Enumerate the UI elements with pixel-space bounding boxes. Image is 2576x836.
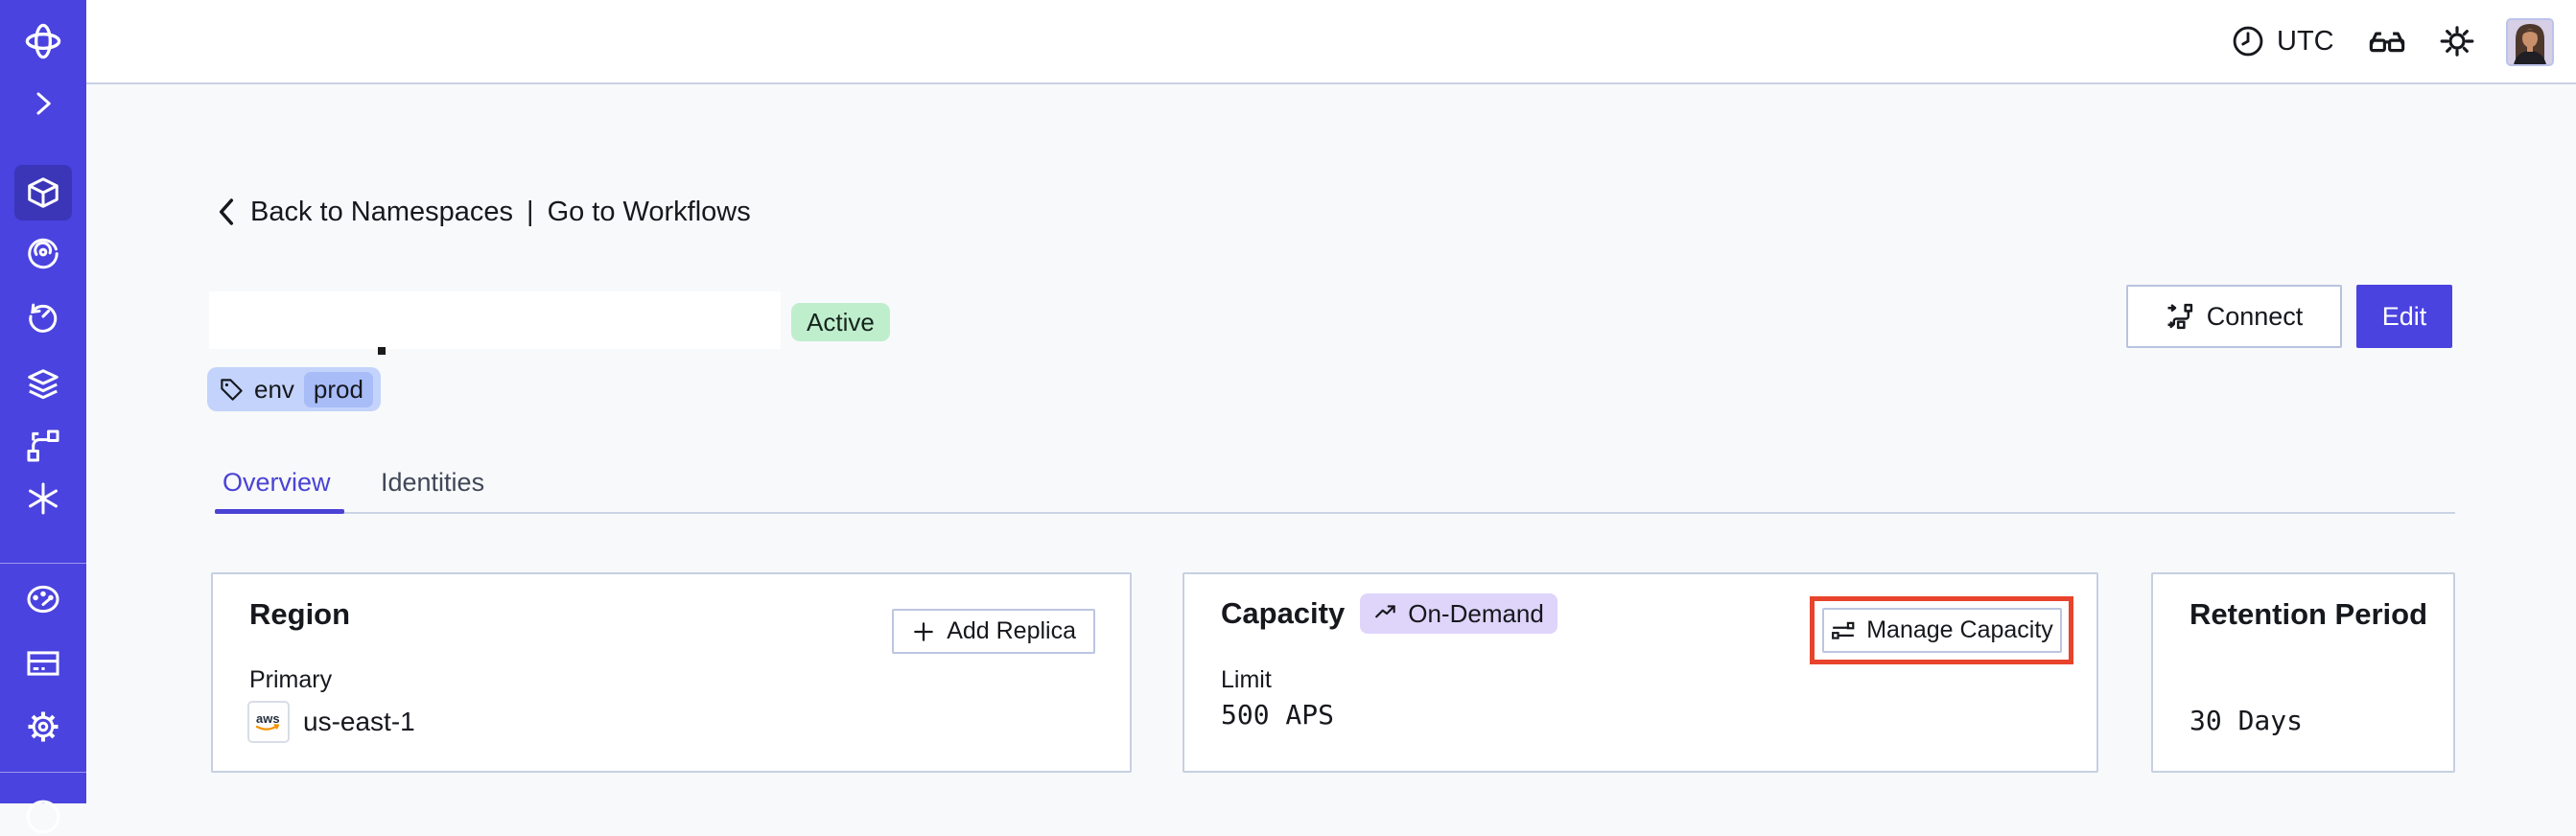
retention-card: Retention Period 30 Days [2151, 572, 2455, 773]
capacity-card-title: Capacity [1221, 596, 1346, 630]
asterisk-icon [29, 482, 58, 515]
region-card-title: Region [249, 597, 351, 631]
breadcrumb-separator: | [527, 196, 534, 227]
svg-text:aws: aws [256, 711, 280, 726]
redacted-text-artifact [378, 347, 386, 355]
aws-logo: aws [247, 701, 290, 743]
primary-label: Primary [249, 666, 333, 693]
breadcrumb: Back to Namespaces | Go to Workflows [216, 194, 751, 230]
sidebar [0, 0, 86, 834]
temporal-logo-icon[interactable] [23, 21, 63, 61]
retention-value: 30 Days [2190, 705, 2304, 736]
breadcrumb-back-link[interactable]: Back to Namespaces [250, 196, 514, 227]
highlight-annotation [1810, 596, 2073, 664]
tag-value: prod [303, 371, 373, 407]
manage-capacity-button[interactable]: Manage Capacity [1822, 608, 2062, 653]
circle-partial-icon [26, 800, 60, 834]
on-demand-label: On-Demand [1408, 598, 1544, 628]
limit-label: Limit [1221, 666, 1272, 693]
avatar-photo [2508, 20, 2552, 64]
region-card: Region Add Replica Primary aws us-east-1 [211, 572, 1132, 773]
tab-overview[interactable]: Overview [222, 468, 331, 497]
namespace-name-redacted [209, 291, 781, 349]
layers-icon [28, 369, 59, 400]
sidebar-divider [0, 563, 86, 564]
branch-icon [27, 430, 59, 462]
breadcrumb-workflows-link[interactable]: Go to Workflows [547, 196, 751, 227]
connect-button[interactable]: Connect [2126, 285, 2342, 348]
tab-identities[interactable]: Identities [381, 468, 485, 497]
sidebar-item-help[interactable] [24, 798, 62, 836]
region-value: us-east-1 [303, 707, 415, 736]
add-replica-button[interactable]: Add Replica [892, 609, 1095, 654]
capacity-card: Capacity On-Demand Limit 500 APS [1183, 572, 2098, 773]
sidebar-item-schedules[interactable] [25, 298, 61, 335]
aws-logo-icon: aws [255, 711, 280, 731]
cube-icon [28, 177, 59, 208]
sidebar-item-layers[interactable] [25, 366, 61, 403]
namespace-tag-chip: env prod [207, 367, 381, 411]
sidebar-item-settings[interactable] [25, 708, 61, 745]
theme-toggle[interactable] [2438, 0, 2476, 82]
history-clock-icon [29, 303, 58, 333]
sun-icon [2440, 26, 2474, 57]
tabs-divider [215, 512, 2455, 514]
sidebar-item-spiral[interactable] [25, 234, 61, 270]
trending-up-icon [1375, 605, 1395, 618]
connect-button-label: Connect [2206, 301, 2304, 331]
gear-icon [28, 711, 59, 742]
tag-key: env [254, 374, 294, 404]
connect-flow-icon [2167, 303, 2192, 330]
timezone-label: UTC [2277, 25, 2334, 57]
spiral-icon [28, 238, 59, 269]
chevron-left-icon [219, 198, 234, 225]
sidebar-divider [0, 772, 86, 773]
topbar: UTC [86, 0, 2576, 84]
sidebar-item-batch[interactable] [25, 480, 61, 517]
on-demand-badge: On-Demand [1360, 593, 1557, 634]
sliders-icon [1832, 621, 1855, 639]
add-replica-label: Add Replica [947, 617, 1076, 644]
sidebar-item-billing[interactable] [25, 645, 61, 682]
retention-card-title: Retention Period [2190, 597, 2428, 631]
status-badge: Active [791, 303, 890, 341]
sidebar-item-deployments[interactable] [25, 428, 61, 464]
timezone-selector[interactable]: UTC [2231, 0, 2334, 82]
clock-icon [2233, 26, 2263, 57]
edit-button[interactable]: Edit [2356, 285, 2452, 348]
sidebar-item-namespaces[interactable] [14, 165, 72, 221]
glasses-icon [2369, 32, 2405, 53]
sidebar-item-usage[interactable] [25, 581, 61, 617]
plus-icon [914, 621, 933, 641]
manage-capacity-label: Manage Capacity [1866, 616, 2053, 643]
credit-card-icon [27, 651, 59, 676]
active-tab-underline [215, 509, 344, 514]
labs-toggle[interactable] [2367, 0, 2407, 82]
gauge-icon [27, 585, 59, 614]
avatar[interactable] [2506, 18, 2554, 66]
edit-button-label: Edit [2381, 301, 2427, 331]
sidebar-collapse-chevron-icon[interactable] [29, 89, 58, 118]
tag-icon [221, 378, 243, 401]
region-value-row: aws us-east-1 [247, 701, 415, 743]
capacity-value: 500 APS [1221, 699, 1335, 731]
